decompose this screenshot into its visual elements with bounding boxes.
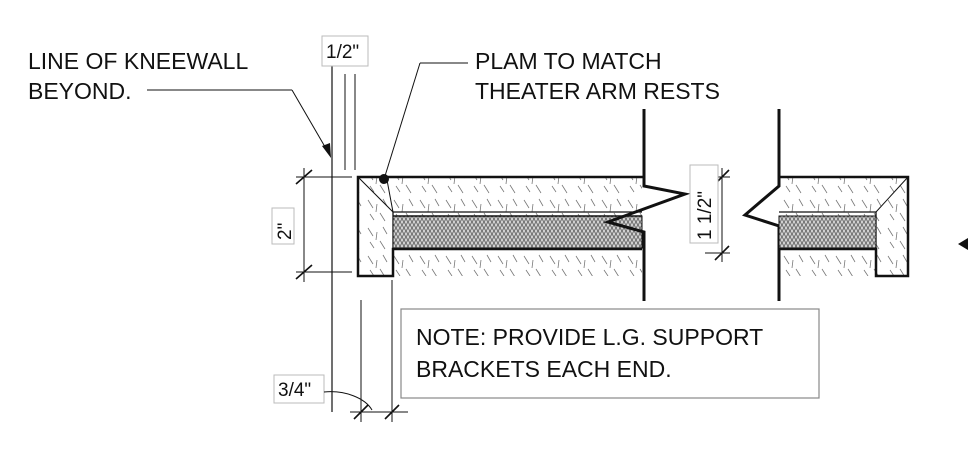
dimension-overall-height: 2" xyxy=(271,168,352,282)
plam-leader xyxy=(379,62,468,184)
dim-core-height-text: 1 1/2" xyxy=(695,191,716,240)
kneewall-label-line1: LINE OF KNEEWALL xyxy=(28,48,248,74)
break-line-left xyxy=(603,109,691,301)
kneewall-leader xyxy=(147,89,331,158)
right-armrest-segment xyxy=(778,175,910,278)
dim-top-width-text: 1/2" xyxy=(326,42,359,63)
break-line-right xyxy=(741,109,781,301)
note-line2: BRACKETS EACH END. xyxy=(416,356,672,382)
plam-leader-dot xyxy=(379,174,389,184)
dim-overall-height-text: 2" xyxy=(275,223,296,240)
plam-label-line2: THEATER ARM RESTS xyxy=(475,78,720,104)
right-core-layer xyxy=(778,215,877,249)
left-wood-outline xyxy=(356,175,645,278)
kneewall-label-line2: BEYOND. xyxy=(28,78,132,104)
dimension-top-width: 1/2" xyxy=(321,35,369,170)
edge-arrow-icon xyxy=(958,238,968,250)
plam-label-line1: PLAM TO MATCH xyxy=(475,48,662,74)
dimension-bottom-offset: 3/4" xyxy=(273,280,408,422)
note-box: NOTE: PROVIDE L.G. SUPPORT BRACKETS EACH… xyxy=(400,308,820,399)
left-armrest-segment xyxy=(356,175,645,278)
left-core-layer xyxy=(392,215,643,249)
note-line1: NOTE: PROVIDE L.G. SUPPORT xyxy=(416,324,763,350)
dimension-core-height: 1 1/2" xyxy=(689,164,730,262)
dim-bottom-offset-text: 3/4" xyxy=(278,380,311,401)
